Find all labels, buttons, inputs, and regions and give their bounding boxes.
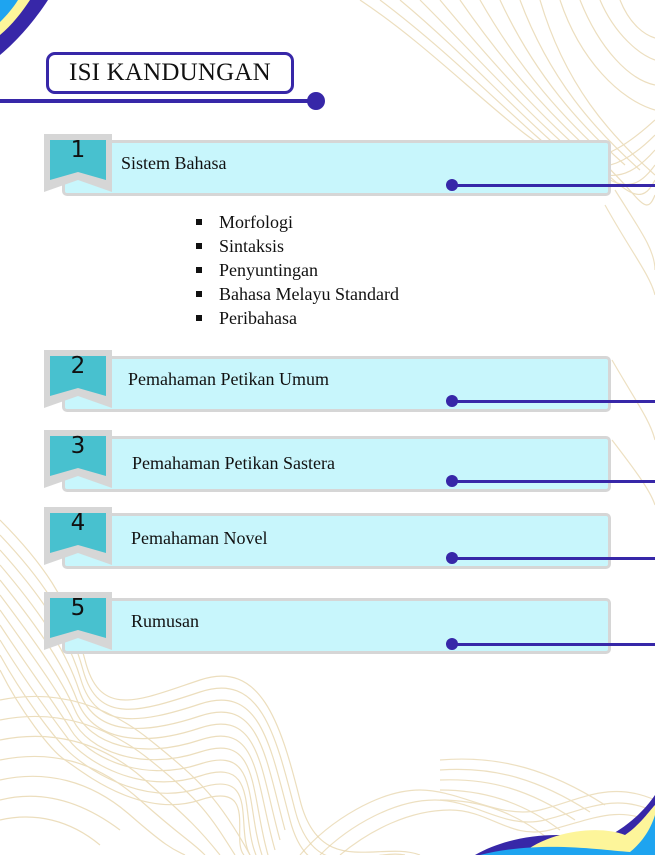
- corner-ornament-top-left: [0, 0, 48, 55]
- toc-item-5[interactable]: 5 Rumusan: [0, 592, 655, 662]
- toc-item-3[interactable]: 3 Pemahaman Petikan Sastera: [0, 430, 655, 500]
- section-label[interactable]: Pemahaman Petikan Sastera: [132, 452, 335, 473]
- page-title-box: ISI KANDUNGAN: [46, 52, 294, 94]
- connector-line: [452, 400, 655, 403]
- number-ribbon-badge: 3: [44, 430, 112, 488]
- subitem[interactable]: Bahasa Melayu Standard: [196, 282, 399, 306]
- page-title: ISI KANDUNGAN: [69, 59, 271, 86]
- number-ribbon-badge: 1: [44, 134, 112, 192]
- subitem[interactable]: Peribahasa: [196, 306, 399, 330]
- subitem[interactable]: Morfologi: [196, 210, 399, 234]
- title-dot: [307, 92, 325, 110]
- connector-line: [452, 184, 655, 187]
- ribbon-icon: [44, 350, 112, 408]
- square-bullet-icon: [196, 291, 202, 297]
- section-label[interactable]: Pemahaman Novel: [131, 527, 268, 548]
- section-number: 5: [70, 595, 86, 621]
- subitem[interactable]: Penyuntingan: [196, 258, 399, 282]
- toc-item-1[interactable]: 1 Sistem Bahasa: [0, 134, 655, 204]
- subitem[interactable]: Sintaksis: [196, 234, 399, 258]
- toc-item-2[interactable]: 2 Pemahaman Petikan Umum: [0, 350, 655, 420]
- number-ribbon-badge: 4: [44, 507, 112, 565]
- wave-lines-bottom-right: [299, 758, 655, 855]
- number-ribbon-badge: 2: [44, 350, 112, 408]
- ribbon-icon: [44, 134, 112, 192]
- section-1-subitems: Morfologi Sintaksis Penyuntingan Bahasa …: [196, 210, 399, 330]
- square-bullet-icon: [196, 243, 202, 249]
- section-number: 2: [70, 353, 86, 379]
- connector-line: [452, 480, 655, 483]
- connector-line: [452, 643, 655, 646]
- ribbon-icon: [44, 592, 112, 650]
- section-label[interactable]: Sistem Bahasa: [121, 152, 227, 173]
- corner-ornament-bottom-right: [475, 795, 655, 855]
- square-bullet-icon: [196, 219, 202, 225]
- connector-line: [452, 557, 655, 560]
- section-label[interactable]: Pemahaman Petikan Umum: [128, 368, 329, 389]
- square-bullet-icon: [196, 267, 202, 273]
- section-label[interactable]: Rumusan: [131, 610, 200, 631]
- toc-card: [62, 598, 611, 654]
- section-number: 1: [70, 137, 86, 163]
- title-underline: [0, 99, 316, 103]
- section-number: 4: [70, 510, 86, 536]
- toc-item-4[interactable]: 4 Pemahaman Novel: [0, 507, 655, 577]
- ribbon-icon: [44, 430, 112, 488]
- square-bullet-icon: [196, 315, 202, 321]
- ribbon-icon: [44, 507, 112, 565]
- number-ribbon-badge: 5: [44, 592, 112, 650]
- section-number: 3: [70, 433, 86, 459]
